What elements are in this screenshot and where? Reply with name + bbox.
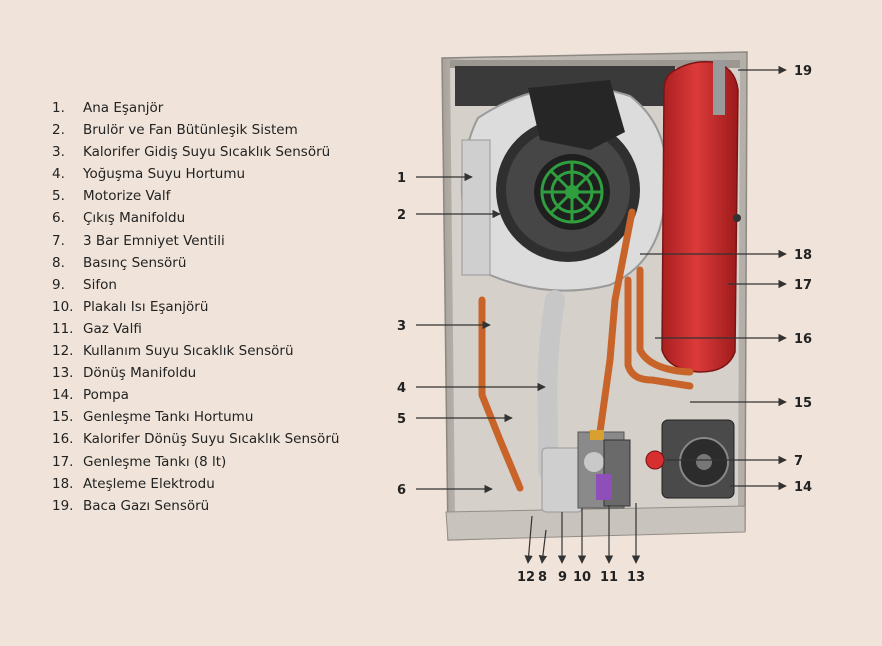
legend-number: 16.	[52, 431, 74, 448]
legend-number: 19.	[52, 497, 74, 514]
legend-number: 17.	[52, 453, 74, 470]
callout-11: 11	[600, 570, 618, 585]
callout-4: 4	[397, 381, 406, 396]
callout-18: 18	[794, 248, 812, 263]
legend-number: 18.	[52, 475, 74, 492]
siphon	[541, 447, 583, 513]
legend-label: Kullanım Suyu Sıcaklık Sensörü	[83, 343, 294, 360]
callout-1: 1	[397, 171, 406, 186]
legend-number: 8.	[52, 254, 65, 271]
legend-label: Yoğuşma Suyu Hortumu	[83, 166, 246, 183]
callout-17: 17	[794, 278, 812, 293]
legend-number: 14.	[52, 387, 74, 404]
callout-5: 5	[397, 412, 406, 427]
legend-number: 11.	[52, 320, 74, 337]
legend-label: Ateşleme Elektrodu	[83, 475, 215, 492]
legend-label: Çıkış Manifoldu	[83, 210, 186, 227]
legend-number: 2.	[52, 122, 65, 139]
legend-number: 4.	[52, 166, 65, 183]
legend-number: 15.	[52, 409, 74, 426]
callout-2: 2	[397, 208, 406, 223]
callout-8: 8	[538, 570, 547, 585]
legend-number: 6.	[52, 210, 65, 227]
legend-label: Dönüş Manifoldu	[83, 365, 197, 382]
legend-label: Kalorifer Dönüş Suyu Sıcaklık Sensörü	[83, 431, 340, 448]
legend-label: Kalorifer Gidiş Suyu Sıcaklık Sensörü	[83, 144, 331, 161]
legend-number: 7.	[52, 232, 65, 249]
gas-valve	[596, 439, 631, 507]
callout-lines	[416, 65, 787, 564]
burner-fan-unit	[496, 80, 640, 262]
callout-10: 10	[573, 570, 591, 585]
callout-19: 19	[794, 64, 812, 79]
callout-15: 15	[794, 396, 812, 411]
legend-label: Basınç Sensörü	[83, 254, 187, 271]
legend-label: 3 Bar Emniyet Ventili	[83, 232, 225, 249]
safety-valve	[645, 450, 665, 470]
legend-label: Ana Eşanjör	[83, 100, 164, 116]
expansion-tank	[661, 60, 741, 373]
legend-label: Pompa	[83, 387, 129, 404]
legend-number: 5.	[52, 188, 65, 205]
condensate-hose	[537, 290, 565, 480]
legend-number: 13.	[52, 365, 74, 382]
callout-12: 12	[517, 570, 535, 585]
legend-label: Sifon	[83, 276, 117, 293]
legend-number: 1.	[52, 100, 65, 116]
legend-label: Plakalı Isı Eşanjörü	[83, 298, 209, 315]
pump	[661, 419, 735, 499]
callout-3: 3	[397, 319, 406, 334]
legend-number: 9.	[52, 276, 65, 293]
callout-14: 14	[794, 480, 812, 495]
legend-number: 12.	[52, 343, 74, 360]
callout-7: 7	[794, 454, 803, 469]
callout-numbers: 1 2 3 4 5 6 19 18 17 16 15 7 14 12 8 9 1…	[397, 64, 812, 585]
callout-9: 9	[558, 570, 567, 585]
legend-number: 10.	[52, 298, 74, 315]
legend-label: Brulör ve Fan Bütünleşik Sistem	[83, 122, 298, 139]
legend-label: Genleşme Tankı Hortumu	[83, 409, 254, 426]
legend-label: Genleşme Tankı (8 lt)	[83, 453, 227, 470]
legend-label: Gaz Valfi	[83, 320, 142, 337]
legend-label: Motorize Valf	[83, 188, 171, 205]
legend-label: Baca Gazı Sensörü	[83, 497, 210, 514]
callout-6: 6	[397, 483, 406, 498]
legend-number: 3.	[52, 144, 65, 161]
callout-13: 13	[627, 570, 645, 585]
callout-16: 16	[794, 332, 812, 347]
